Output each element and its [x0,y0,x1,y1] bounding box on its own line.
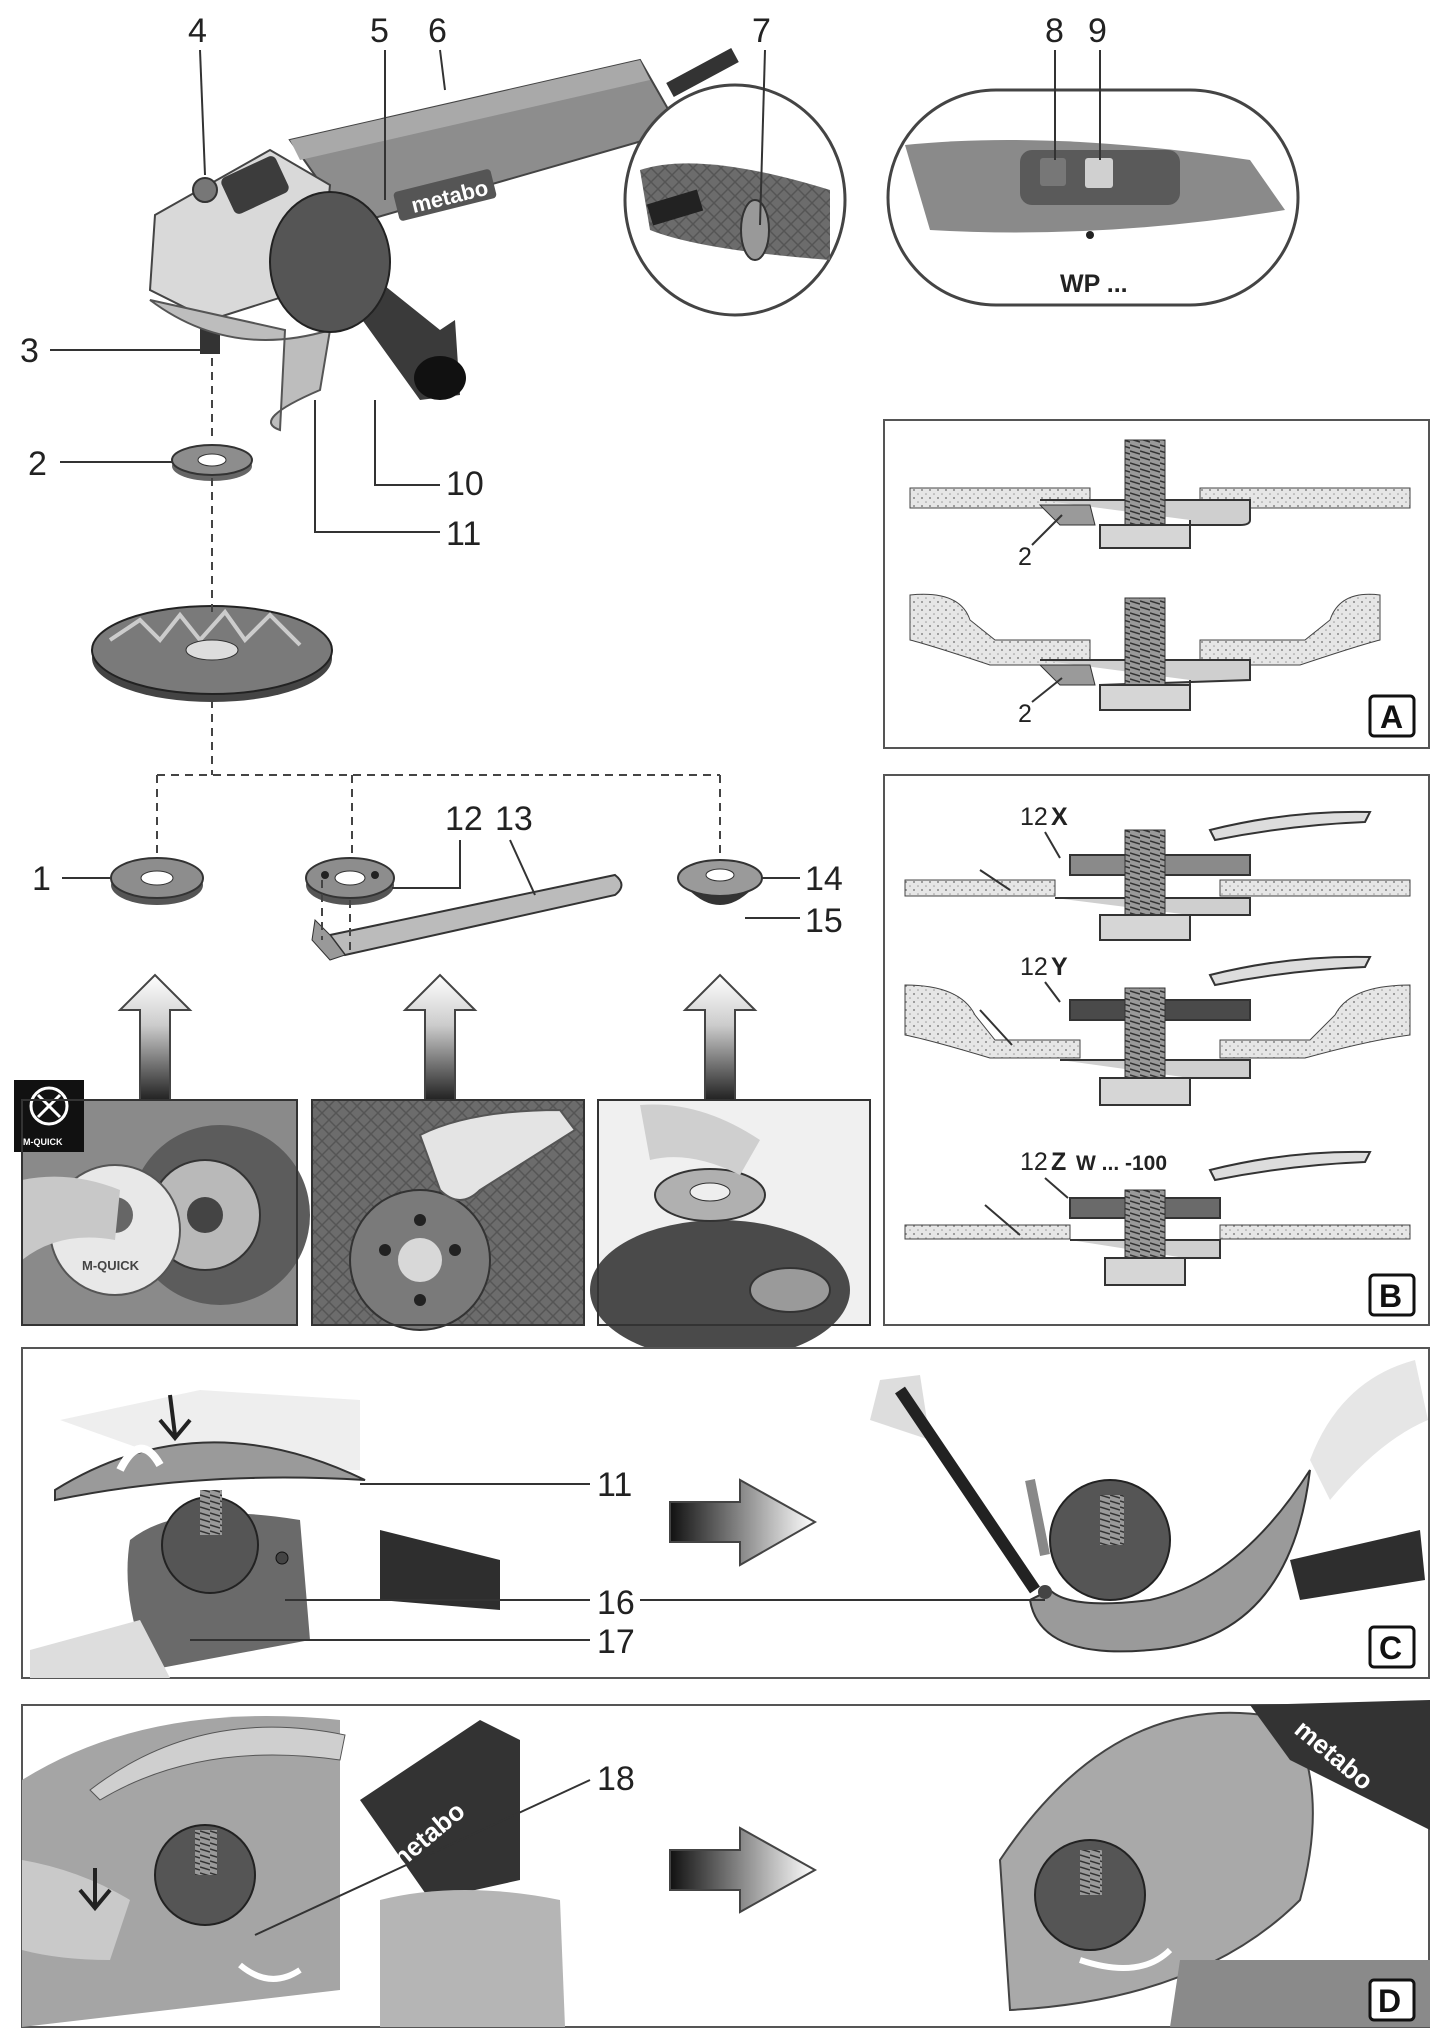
panel-d-letter: D [1378,1983,1401,2019]
callout-15: 15 [805,902,843,940]
grinding-wheel [91,605,333,702]
panel-a-label-top: 2 [1018,543,1032,571]
panel-d: metabo metabo D [21,1700,1430,2028]
up-arrow-3 [682,973,758,1101]
callout-11: 11 [446,515,481,553]
panel-a-label-bottom: 2 [1018,700,1032,728]
callout-18: 18 [597,1760,635,1798]
inset-switch-lock [623,83,847,317]
callout-17: 17 [597,1623,635,1661]
callout-6: 6 [428,12,447,50]
angle-grinder-illustration: metabo [148,47,739,432]
clamping-nut-1 [110,857,204,905]
callout-5: 5 [370,12,389,50]
callout-8: 8 [1045,12,1064,50]
photo-spanner-nut [312,1100,584,1331]
panel-b-z-suffix: Z [1051,1148,1066,1176]
panel-c: C [21,1347,1430,1679]
mquick-icon: M-QUICK [14,1080,84,1152]
mquick-icon-caption: M-QUICK [23,1137,63,1147]
panel-b-letter: B [1379,1278,1402,1314]
callout-2: 2 [28,445,47,483]
callout-13: 13 [495,800,533,838]
panel-b-y-suffix: Y [1051,953,1068,981]
panel-b-y-prefix: 12 [1020,953,1048,981]
panel-b-z-note: W ... -100 [1076,1152,1167,1175]
callout-9: 9 [1088,12,1107,50]
photo-quick-nut [590,1100,870,1360]
callout-4: 4 [188,12,207,50]
mquick-wheel-label: M-QUICK [82,1258,140,1273]
up-arrow-1 [117,973,193,1101]
two-hole-spanner-13 [311,873,623,961]
support-flange-2 [171,444,253,481]
panel-c-arrow [669,1478,818,1567]
inset-sliding-switch: WP ... [886,88,1300,307]
callout-11-panel-c: 11 [597,1466,632,1504]
panel-b-x-suffix: X [1051,803,1068,831]
panel-b: 12 X 12 Y 12 Z W ... -100 B [883,774,1430,1326]
quick-nut-14 [677,859,763,905]
panel-b-x-prefix: 12 [1020,803,1048,831]
callout-16: 16 [597,1584,635,1622]
panel-a-letter: A [1380,699,1403,735]
panel-b-z-prefix: 12 [1020,1148,1048,1176]
up-arrow-2 [402,973,478,1101]
callout-3: 3 [20,332,39,370]
panel-a: 2 2 A [883,419,1430,749]
callout-14: 14 [805,860,843,898]
callout-12: 12 [445,800,483,838]
panel-c-letter: C [1379,1630,1402,1666]
panel-d-arrow [669,1826,818,1914]
model-label: WP ... [1060,270,1128,298]
callout-7: 7 [752,12,771,50]
callout-1: 1 [32,860,51,898]
callout-10: 10 [446,465,484,503]
two-hole-nut-12 [305,857,395,905]
